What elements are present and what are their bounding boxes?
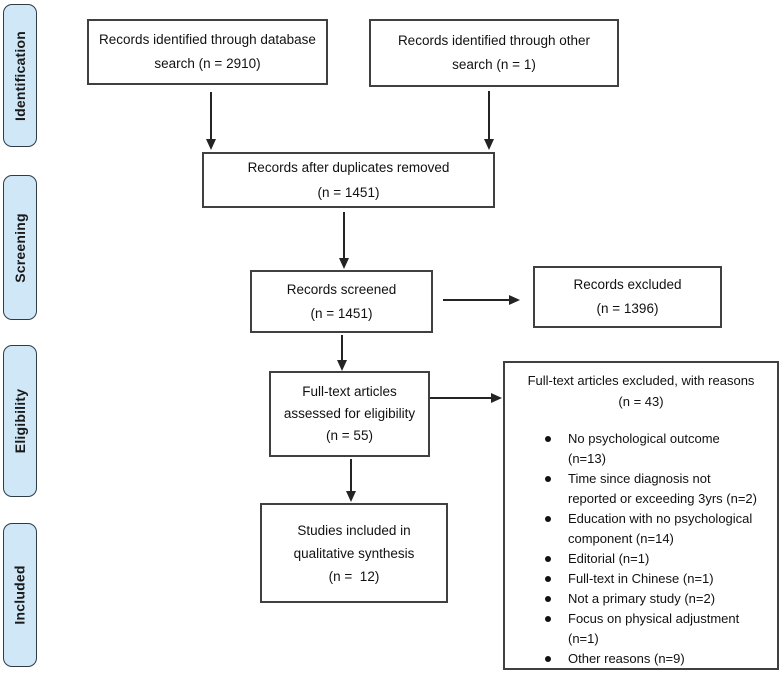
bullet-item: Editorial (n=1)	[545, 549, 759, 569]
box-line: (n = 1396)	[596, 301, 659, 316]
box-studies-included: Studies included in qualitative synthesi…	[260, 503, 448, 603]
arrow-screened-to-excluded-icon	[443, 299, 510, 301]
stage-label-text: Screening	[12, 212, 28, 283]
arrow-database-to-duplicates-icon	[210, 92, 212, 140]
box-line: Records after duplicates removed	[247, 160, 450, 175]
box-line: (n = 43)	[618, 394, 664, 409]
box-line: Records identified through other	[397, 33, 591, 48]
stage-label-text: Identification	[12, 30, 29, 121]
bullet-item: Time since diagnosis not reported or exc…	[545, 469, 759, 509]
bullet-item: Education with no psychological componen…	[545, 509, 759, 549]
box-line: assessed for eligibility	[283, 406, 416, 421]
box-line: Studies included in	[297, 522, 411, 538]
bullet-item: Other reasons (n=9)	[545, 649, 759, 669]
box-records-database-search: Records identified through database sear…	[87, 19, 328, 85]
arrow-screened-to-fulltext-icon	[341, 335, 343, 361]
box-records-other-search: Records identified through other search …	[369, 19, 619, 87]
arrow-other-to-duplicates-icon	[488, 91, 490, 140]
box-fulltext-excluded-reasons: Full-text articles excluded, with reason…	[503, 361, 779, 670]
stage-label-text: Eligibility	[12, 388, 28, 454]
box-fulltext-assessed: Full-text articles assessed for eligibil…	[269, 371, 430, 457]
box-line: search (n = 2910)	[154, 56, 261, 71]
stage-label-screening: Screening	[3, 175, 37, 320]
box-line: Records screened	[286, 281, 397, 297]
box-line: (n = 1451)	[317, 185, 380, 200]
box-records-screened: Records screened (n = 1451)	[250, 270, 433, 333]
box-records-excluded: Records excluded (n = 1396)	[533, 266, 722, 328]
box-line: search (n = 1)	[452, 57, 536, 72]
box-line: (n = 55)	[326, 428, 373, 443]
stage-label-included: Included	[3, 523, 37, 667]
box-line: (n = 12)	[328, 568, 380, 584]
exclusion-reasons-list: No psychological outcome (n=13) Time sin…	[505, 429, 759, 669]
box-line: Records identified through database	[99, 32, 316, 47]
arrow-fulltext-to-reasons-icon	[430, 397, 492, 399]
arrow-fulltext-to-included-icon	[350, 459, 352, 492]
box-line: qualitative synthesis	[293, 545, 415, 561]
bullet-item: No psychological outcome (n=13)	[545, 429, 759, 469]
box-duplicates-removed: Records after duplicates removed (n = 14…	[202, 152, 495, 208]
box-line: Full-text articles excluded, with reason…	[527, 373, 755, 388]
stage-label-eligibility: Eligibility	[3, 345, 37, 497]
arrow-duplicates-to-screened-icon	[343, 212, 345, 259]
box-line: Records excluded	[573, 277, 682, 292]
stage-label-text: Included	[12, 565, 29, 625]
bullet-item: Focus on physical adjustment (n=1)	[545, 609, 759, 649]
box-line: Full-text articles	[302, 384, 397, 399]
box-line: (n = 1451)	[310, 305, 373, 321]
bullet-item: Full-text in Chinese (n=1)	[545, 569, 759, 589]
stage-label-identification: Identification	[3, 4, 37, 147]
bullet-item: Not a primary study (n=2)	[545, 589, 759, 609]
